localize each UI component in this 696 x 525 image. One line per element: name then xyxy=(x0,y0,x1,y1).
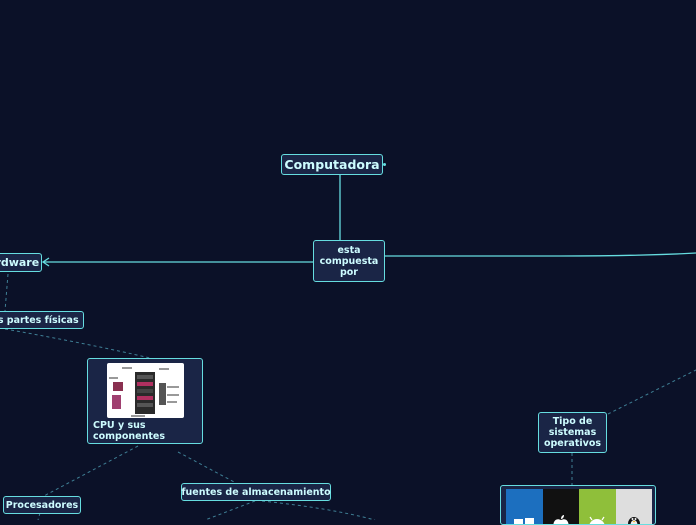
hardware-arrowhead xyxy=(41,257,50,267)
os-logos-image xyxy=(506,489,652,524)
link-cpu-storage xyxy=(177,451,237,484)
link-connector-right xyxy=(384,252,696,257)
processors-node[interactable]: Procesadores xyxy=(3,496,81,514)
os-types-node[interactable]: Tipo de sistemas operativos xyxy=(538,412,607,453)
cpu-tower-illustration xyxy=(109,367,179,417)
connector-node[interactable]: esta compuesta por xyxy=(313,240,385,282)
link-hardware-physical xyxy=(4,273,9,312)
os-logos-node[interactable] xyxy=(500,485,656,525)
android-icon xyxy=(589,516,605,524)
physical-parts-node[interactable]: Las partes físicas xyxy=(0,311,84,329)
link-storage-right xyxy=(261,500,376,520)
link-processors-down xyxy=(37,512,41,520)
link-storage-left xyxy=(204,500,256,520)
link-cpu-processors xyxy=(41,445,139,498)
link-ostype-up xyxy=(607,369,696,415)
cpu-node-label: CPU y sus componentes xyxy=(93,420,165,442)
os-tile-linux xyxy=(615,489,652,524)
cpu-components-image xyxy=(107,363,184,418)
hardware-node[interactable]: Hardware xyxy=(0,253,42,272)
windows-icon xyxy=(514,518,535,524)
root-node-handle xyxy=(383,163,386,166)
cpu-node[interactable]: CPU y sus componentes xyxy=(87,358,203,444)
apple-icon xyxy=(553,515,569,524)
root-node-computadora[interactable]: Computadora xyxy=(281,154,383,175)
link-physical-cpu xyxy=(4,328,151,359)
storage-node[interactable]: fuentes de almacenamiento xyxy=(181,483,331,501)
